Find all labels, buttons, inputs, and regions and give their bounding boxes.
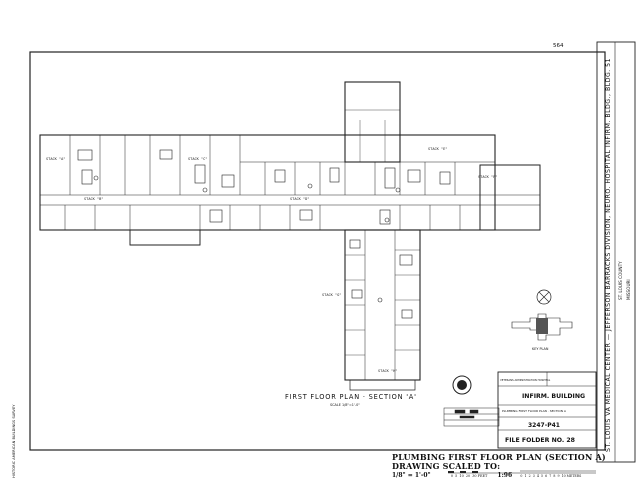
scale-tick-m: 9 bbox=[557, 474, 560, 478]
stack-label: STACK "D" bbox=[290, 197, 309, 201]
plan-title: FIRST FLOOR PLAN · SECTION 'A' bbox=[285, 393, 417, 401]
drawing-caption-line2: DRAWING SCALED TO: bbox=[392, 461, 501, 471]
east-block bbox=[479, 164, 541, 231]
north-wing bbox=[344, 81, 401, 163]
stack-labels: STACK "A" STACK "B" STACK "C" STACK "D" … bbox=[46, 147, 497, 373]
plumbing-fixtures bbox=[77, 149, 451, 319]
drawing-caption-line1: PLUMBING FIRST FLOOR PLAN (SECTION A) bbox=[392, 452, 606, 462]
side-title-strip bbox=[596, 41, 636, 463]
sheet-border bbox=[29, 51, 606, 451]
stack-label: STACK "F" bbox=[478, 175, 497, 179]
plan-scale-note: SCALE 1/8"=1'-0" bbox=[330, 403, 360, 407]
stack-label: STACK "G" bbox=[322, 293, 341, 297]
side-subtitle: ST. LOUIS COUNTY bbox=[618, 261, 623, 300]
scale-tick-m: 10 METERS bbox=[561, 474, 582, 478]
stack-label: STACK "A" bbox=[46, 157, 65, 161]
sheet-number: 564 bbox=[553, 43, 564, 49]
scale-tick-m: 2 bbox=[528, 474, 531, 478]
stack-label: STACK "E" bbox=[428, 147, 447, 151]
scale-tick-m: 7 bbox=[549, 474, 552, 478]
key-plan-label: KEY PLAN bbox=[532, 347, 549, 351]
scale-tick-m: 8 bbox=[553, 474, 556, 478]
title-block-agency: VETERANS ADMINISTRATION HOSPITAL bbox=[500, 378, 551, 382]
main-block bbox=[39, 134, 496, 231]
left-credit: HISTORIC AMERICAN BUILDINGS SURVEY bbox=[12, 404, 16, 478]
scale-tick-m: 4 bbox=[536, 474, 539, 478]
key-plan: KEY PLAN bbox=[511, 289, 573, 351]
scale-tick: 10 bbox=[459, 474, 464, 478]
scale-bar bbox=[448, 470, 596, 474]
file-folder-number: FILE FOLDER NO. 28 bbox=[505, 437, 575, 444]
title-block-subtitle: PLUMBING FIRST FLOOR PLAN · SECTION A bbox=[502, 409, 567, 413]
floor-plan bbox=[39, 81, 541, 391]
scale-left: 1/8" = 1'-0" bbox=[392, 472, 431, 479]
scale-tick: 20 bbox=[465, 474, 471, 478]
scale-ratio: 1:96 bbox=[497, 472, 513, 479]
stack-label: STACK "C" bbox=[188, 157, 207, 161]
title-block: VETERANS ADMINISTRATION HOSPITAL INFIRM.… bbox=[497, 371, 597, 449]
title-block-building: INFIRM. BUILDING bbox=[522, 393, 585, 400]
scale-tick-m: 1 bbox=[524, 474, 527, 478]
side-state: MISSOURI bbox=[626, 279, 631, 300]
legend-block bbox=[443, 407, 500, 427]
seal bbox=[452, 375, 472, 395]
scale-tick-m: 5 bbox=[540, 474, 543, 478]
scale-tick: 5 bbox=[455, 474, 458, 478]
stack-label: STACK "H" bbox=[378, 369, 397, 373]
scale-tick: 0 bbox=[450, 474, 454, 478]
scale-tick-m: 0 bbox=[520, 474, 523, 478]
scale-tick-m: 3 bbox=[532, 474, 535, 478]
scale-tick-m: 6 bbox=[545, 474, 548, 478]
drawing-number: 3247-P41 bbox=[528, 422, 560, 429]
side-title: ST. LOUIS VA MEDICAL CENTER — JEFFERSON … bbox=[605, 58, 612, 452]
scale-tick: 30 FEET bbox=[472, 474, 488, 478]
north-arrow-icon bbox=[536, 289, 552, 305]
scale-row: 1/8" = 1'-0" 0 5 10 20 30 FEET 1:96 0 1 … bbox=[392, 472, 581, 479]
stack-label: STACK "B" bbox=[84, 197, 103, 201]
